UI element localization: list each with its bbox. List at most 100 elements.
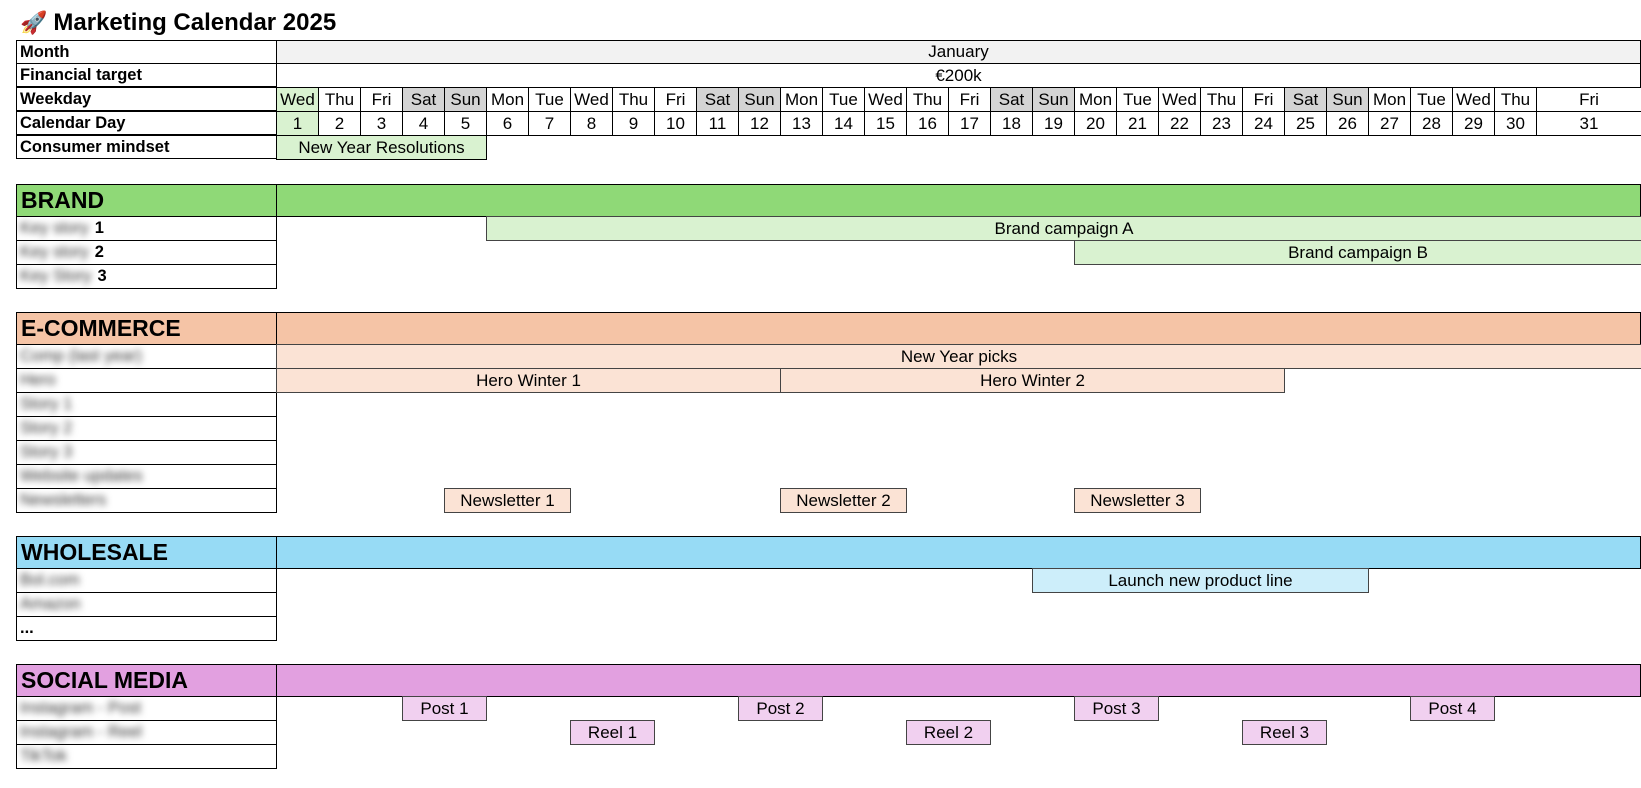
weekday-cell: Thu (906, 87, 949, 112)
ecommerce-event-bar[interactable]: New Year picks (276, 344, 1641, 369)
ecommerce-event-bar[interactable]: Hero Winter 1 (276, 368, 781, 393)
day-cell[interactable]: 30 (1494, 111, 1537, 136)
ecommerce-event-bar[interactable]: Hero Winter 2 (780, 368, 1285, 393)
brand-row-label: Key Story 3 (16, 264, 277, 289)
ecommerce-row-label: Newsletters (16, 488, 277, 513)
brand-row-number: 3 (97, 267, 107, 285)
weekday-cell: Tue (1116, 87, 1159, 112)
weekday-cell: Fri (948, 87, 991, 112)
day-cell[interactable]: 26 (1326, 111, 1369, 136)
day-cell[interactable]: 10 (654, 111, 697, 136)
ecommerce-row-label: Story 1 (16, 392, 277, 417)
calendar-day-label: Calendar Day (16, 111, 277, 135)
weekday-cell: Mon (1368, 87, 1411, 112)
day-cell[interactable]: 9 (612, 111, 655, 136)
social-row-label: Instagram - Reel (16, 720, 277, 745)
brand-row-number: 2 (94, 243, 104, 261)
consumer-mindset-label: Consumer mindset (16, 135, 277, 159)
day-cell[interactable]: 21 (1116, 111, 1159, 136)
weekday-cell: Sat (402, 87, 445, 112)
ecommerce-section-title: E-COMMERCE (16, 312, 277, 345)
day-cell[interactable]: 31 (1536, 111, 1641, 136)
weekday-cell: Wed (1452, 87, 1495, 112)
day-cell[interactable]: 3 (360, 111, 403, 136)
weekday-cell: Wed (570, 87, 613, 112)
social-event-bar[interactable]: Post 2 (738, 696, 823, 721)
weekday-cell: Sat (990, 87, 1033, 112)
weekday-cell: Wed (276, 87, 319, 112)
ecommerce-event-bar[interactable]: Newsletter 1 (444, 488, 571, 513)
wholesale-event-bar[interactable]: Launch new product line (1032, 568, 1369, 593)
social-event-bar[interactable]: Post 1 (402, 696, 487, 721)
day-cell[interactable]: 2 (318, 111, 361, 136)
ecommerce-row-label-blurred: Newsletters (20, 491, 107, 509)
wholesale-row-label: ... (16, 616, 277, 641)
ecommerce-row-label: Comp (last year) (16, 344, 277, 369)
ecommerce-event-bar[interactable]: Newsletter 3 (1074, 488, 1201, 513)
day-cell[interactable]: 11 (696, 111, 739, 136)
weekday-cell: Wed (1158, 87, 1201, 112)
day-cell[interactable]: 8 (570, 111, 613, 136)
day-cell[interactable]: 15 (864, 111, 907, 136)
day-cell[interactable]: 14 (822, 111, 865, 136)
brand-row-label-blurred: Key Story (20, 267, 92, 285)
brand-event-bar[interactable]: Brand campaign B (1074, 240, 1641, 265)
day-cell[interactable]: 24 (1242, 111, 1285, 136)
day-cell[interactable]: 13 (780, 111, 823, 136)
day-cell[interactable]: 4 (402, 111, 445, 136)
wholesale-row-label: Amazon (16, 592, 277, 617)
consumer-mindset-bar: New Year Resolutions (276, 135, 487, 160)
social-row-label-blurred: Instagram - Reel (20, 723, 142, 741)
social-row-label: TikTok (16, 744, 277, 769)
day-cell[interactable]: 5 (444, 111, 487, 136)
brand-event-bar[interactable]: Brand campaign A (486, 216, 1641, 241)
day-cell[interactable]: 18 (990, 111, 1033, 136)
day-cell[interactable]: 22 (1158, 111, 1201, 136)
day-cell[interactable]: 23 (1200, 111, 1243, 136)
social-event-bar[interactable]: Reel 3 (1242, 720, 1327, 745)
brand-section-title: BRAND (16, 184, 277, 217)
social-row-label: Instagram - Post (16, 696, 277, 721)
day-cell[interactable]: 16 (906, 111, 949, 136)
weekday-cell: Sun (1032, 87, 1075, 112)
day-cell[interactable]: 7 (528, 111, 571, 136)
weekday-cell: Sun (444, 87, 487, 112)
weekday-cell: Mon (780, 87, 823, 112)
ecommerce-row-label-blurred: Story 3 (20, 443, 73, 461)
social-event-bar[interactable]: Post 4 (1410, 696, 1495, 721)
wholesale-row-label-blurred: Bol.com (20, 571, 80, 589)
social-row-label-blurred: TikTok (20, 747, 68, 765)
day-cell[interactable]: 27 (1368, 111, 1411, 136)
weekday-cell: Tue (1410, 87, 1453, 112)
weekday-cell: Fri (1536, 87, 1641, 112)
weekday-cell: Tue (822, 87, 865, 112)
day-cell[interactable]: 25 (1284, 111, 1327, 136)
ecommerce-row-label-blurred: Story 1 (20, 395, 73, 413)
rocket-icon: 🚀 (20, 10, 48, 35)
day-cell[interactable]: 12 (738, 111, 781, 136)
weekday-cell: Sat (1284, 87, 1327, 112)
day-cell[interactable]: 20 (1074, 111, 1117, 136)
day-cell[interactable]: 29 (1452, 111, 1495, 136)
ecommerce-event-bar[interactable]: Newsletter 2 (780, 488, 907, 513)
social-header-bar (16, 664, 1641, 697)
day-cell[interactable]: 1 (276, 111, 319, 136)
weekday-cell: Thu (1200, 87, 1243, 112)
brand-row-number: 1 (94, 219, 104, 237)
weekday-cell: Thu (612, 87, 655, 112)
wholesale-row-label-blurred: Amazon (20, 595, 81, 613)
social-event-bar[interactable]: Reel 2 (906, 720, 991, 745)
day-cell[interactable]: 28 (1410, 111, 1453, 136)
wholesale-section-title: WHOLESALE (16, 536, 277, 569)
day-cell[interactable]: 19 (1032, 111, 1075, 136)
ecommerce-row-label-blurred: Website updates (20, 467, 143, 485)
day-cell[interactable]: 6 (486, 111, 529, 136)
weekday-cell: Thu (318, 87, 361, 112)
social-event-bar[interactable]: Post 3 (1074, 696, 1159, 721)
month-value: January (276, 40, 1641, 64)
day-cell[interactable]: 17 (948, 111, 991, 136)
page-title: 🚀 Marketing Calendar 2025 (20, 6, 336, 40)
social-event-bar[interactable]: Reel 1 (570, 720, 655, 745)
